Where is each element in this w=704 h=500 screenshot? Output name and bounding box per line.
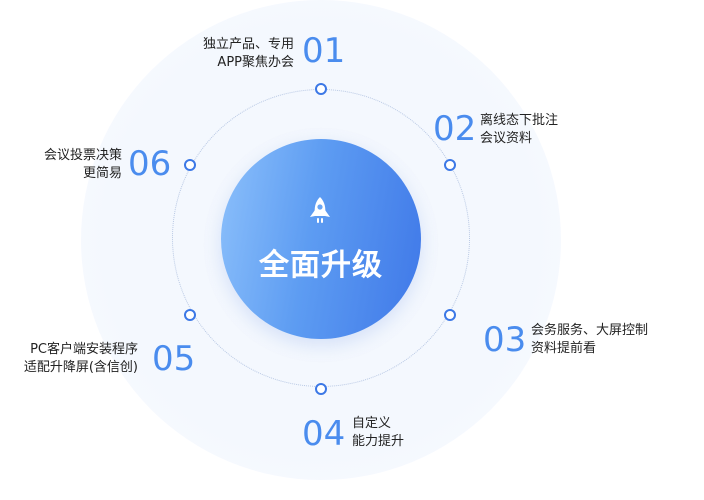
feature-06-label: 会议投票决策 更简易 <box>44 147 122 183</box>
feature-01-label: 独立产品、专用 APP聚焦办会 <box>203 36 294 72</box>
orbit-dot-04 <box>315 383 327 395</box>
feature-02-line-1: 离线态下批注 <box>480 113 559 128</box>
feature-02-number: 02 <box>433 109 477 149</box>
center-circle <box>221 139 421 339</box>
feature-03-number: 03 <box>483 320 527 360</box>
feature-04-line-1: 自定义 <box>352 416 392 431</box>
feature-06-line-2: 更简易 <box>82 166 122 181</box>
orbit-dot-02 <box>444 159 456 171</box>
feature-03-line-1: 会务服务、大屏控制 <box>531 323 649 338</box>
feature-05-number: 05 <box>152 339 196 379</box>
feature-04-label: 自定义 能力提升 <box>352 415 404 451</box>
feature-05-line-2: 适配升降屏(含信创) <box>23 360 138 375</box>
feature-05-label: PC客户端安装程序 适配升降屏(含信创) <box>24 341 138 377</box>
feature-06-line-1: 会议投票决策 <box>43 148 122 163</box>
feature-01-line-1: 独立产品、专用 <box>202 37 294 52</box>
rocket-icon <box>310 197 330 223</box>
orbit-dot-01 <box>315 83 327 95</box>
feature-04-number: 04 <box>302 414 346 454</box>
orbit-dot-06 <box>184 159 196 171</box>
feature-03-label: 会务服务、大屏控制 资料提前看 <box>531 322 648 358</box>
center-title: 全面升级 <box>259 248 383 283</box>
feature-05-line-1: PC客户端安装程序 <box>30 342 138 357</box>
orbit-dot-03 <box>444 309 456 321</box>
feature-03-line-2: 资料提前看 <box>531 341 597 356</box>
feature-01-number: 01 <box>302 31 346 71</box>
feature-01-line-2: APP聚焦办会 <box>217 55 294 70</box>
feature-06-number: 06 <box>128 144 172 184</box>
feature-04-line-2: 能力提升 <box>352 434 405 449</box>
feature-02-line-2: 会议资料 <box>480 131 533 146</box>
orbit-dot-05 <box>184 309 196 321</box>
feature-02-label: 离线态下批注 会议资料 <box>480 112 558 148</box>
